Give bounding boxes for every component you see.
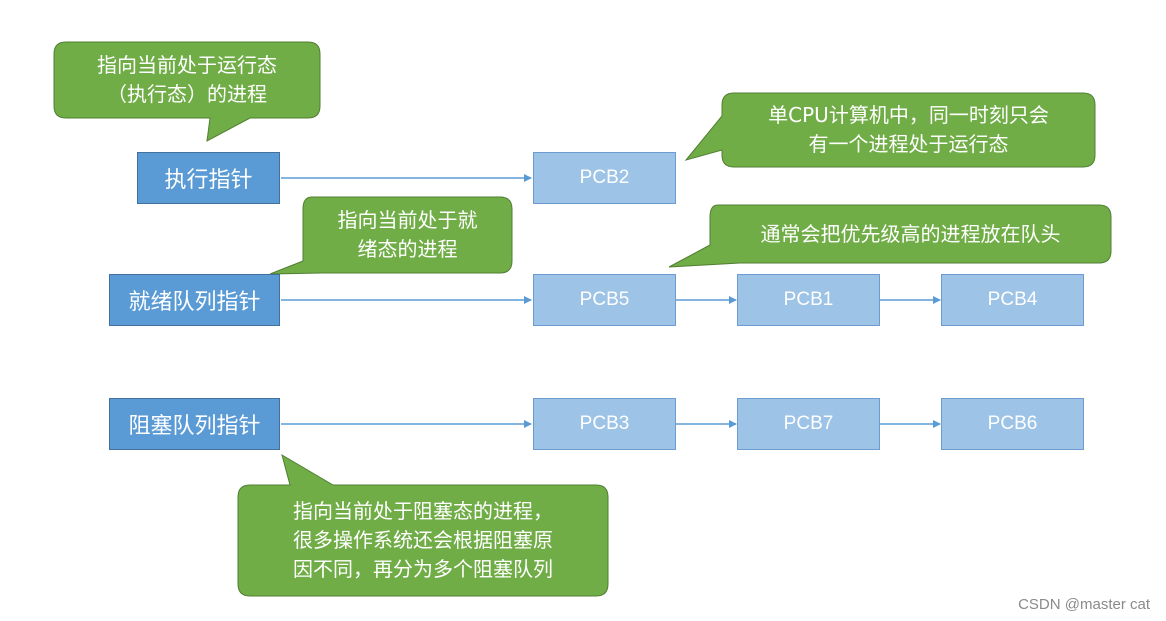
watermark: CSDN @master cat xyxy=(1018,596,1150,613)
callout-blocked-pointer-shape xyxy=(237,453,609,597)
callout-exec-pointer-shape xyxy=(53,41,321,142)
ready-queue-pointer: 就绪队列指针 xyxy=(109,274,280,326)
pcb-label: PCB3 xyxy=(579,413,630,434)
pcb-label: PCB7 xyxy=(783,413,834,434)
callout-blocked-pointer-text: 指向当前处于阻塞态的进程， 很多操作系统还会根据阻塞原 因不同，再分为多个阻塞队… xyxy=(293,499,553,581)
pcb-blocked-1: PCB3 xyxy=(533,398,676,450)
blocked-queue-pointer-label: 阻塞队列指针 xyxy=(128,414,261,439)
exec-pointer: 执行指针 xyxy=(137,152,280,204)
pcb-ready-2: PCB1 xyxy=(737,274,880,326)
callout-ready-pointer-shape xyxy=(269,196,513,275)
pcb-ready-3: PCB4 xyxy=(941,274,1084,326)
callout-priority-shape xyxy=(668,204,1112,268)
callout-single-cpu-shape xyxy=(684,92,1096,168)
pcb-blocked-3: PCB6 xyxy=(941,398,1084,450)
pcb-label: PCB6 xyxy=(987,413,1038,434)
pcb-label: PCB4 xyxy=(987,289,1038,310)
pcb-running: PCB2 xyxy=(533,152,676,204)
exec-pointer-label: 执行指针 xyxy=(164,168,253,193)
callout-priority-text: 通常会把优先级高的进程放在队头 xyxy=(760,221,1061,246)
blocked-queue-pointer: 阻塞队列指针 xyxy=(109,398,280,450)
ready-queue-pointer-label: 就绪队列指针 xyxy=(128,290,261,315)
pcb-label: PCB1 xyxy=(783,289,834,310)
callout-ready-pointer-text: 指向当前处于就 绪态的进程 xyxy=(337,208,478,261)
callout-exec-pointer-text: 指向当前处于运行态 （执行态）的进程 xyxy=(97,53,277,106)
pcb-label: PCB2 xyxy=(579,167,630,188)
pcb-ready-1: PCB5 xyxy=(533,274,676,326)
pcb-label: PCB5 xyxy=(579,289,630,310)
pcb-blocked-2: PCB7 xyxy=(737,398,880,450)
callout-single-cpu-text: 单CPU计算机中，同一时刻只会 有一个进程处于运行态 xyxy=(768,103,1049,156)
